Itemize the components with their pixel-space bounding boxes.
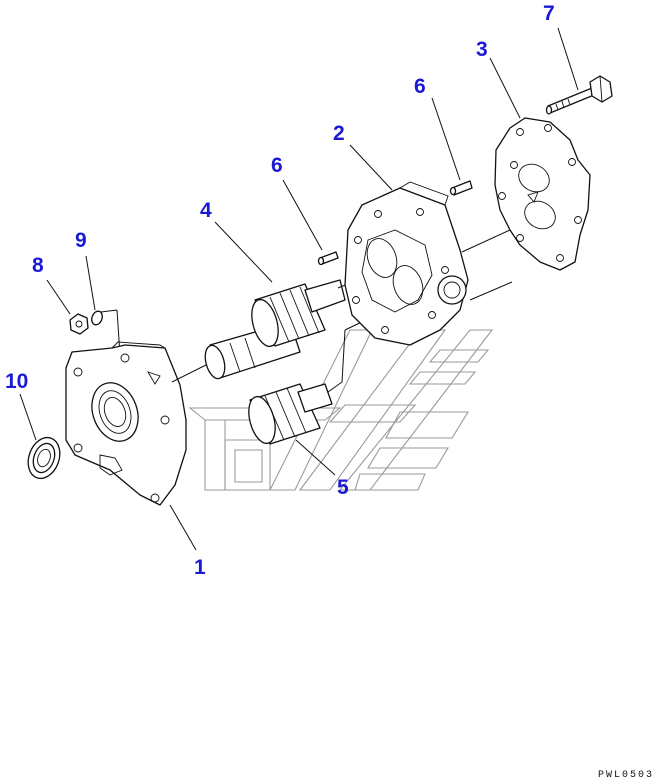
part-8-nut bbox=[69, 313, 89, 335]
part-4-drive-gear-shaft bbox=[204, 277, 363, 380]
part-number-label: 6 bbox=[414, 75, 426, 98]
part-6-dowel-pin-left bbox=[317, 251, 339, 266]
part-number-label: 6 bbox=[271, 154, 283, 177]
part-7-bolt bbox=[545, 75, 613, 115]
part-number-label: 9 bbox=[75, 229, 87, 252]
part-number-label: 7 bbox=[543, 2, 555, 25]
leader-lines bbox=[19, 27, 579, 551]
part-number-label: 4 bbox=[200, 199, 212, 222]
part-number-label: 8 bbox=[32, 254, 44, 277]
part-10-oil-seal bbox=[27, 436, 61, 480]
part-2-gear-case bbox=[344, 181, 513, 346]
part-number-label: 2 bbox=[333, 122, 345, 145]
part-number-label: 10 bbox=[5, 370, 28, 393]
part-5-driven-gear bbox=[248, 317, 371, 445]
part-number-label: 5 bbox=[337, 476, 349, 499]
part-number-label: 1 bbox=[194, 556, 206, 579]
part-3-rear-cover bbox=[494, 117, 591, 271]
part-number-label: 3 bbox=[476, 38, 488, 61]
diagram-code: PWL0503 bbox=[598, 770, 654, 781]
part-6-dowel-pin-right bbox=[449, 180, 473, 196]
part-1-front-cover bbox=[65, 341, 221, 506]
